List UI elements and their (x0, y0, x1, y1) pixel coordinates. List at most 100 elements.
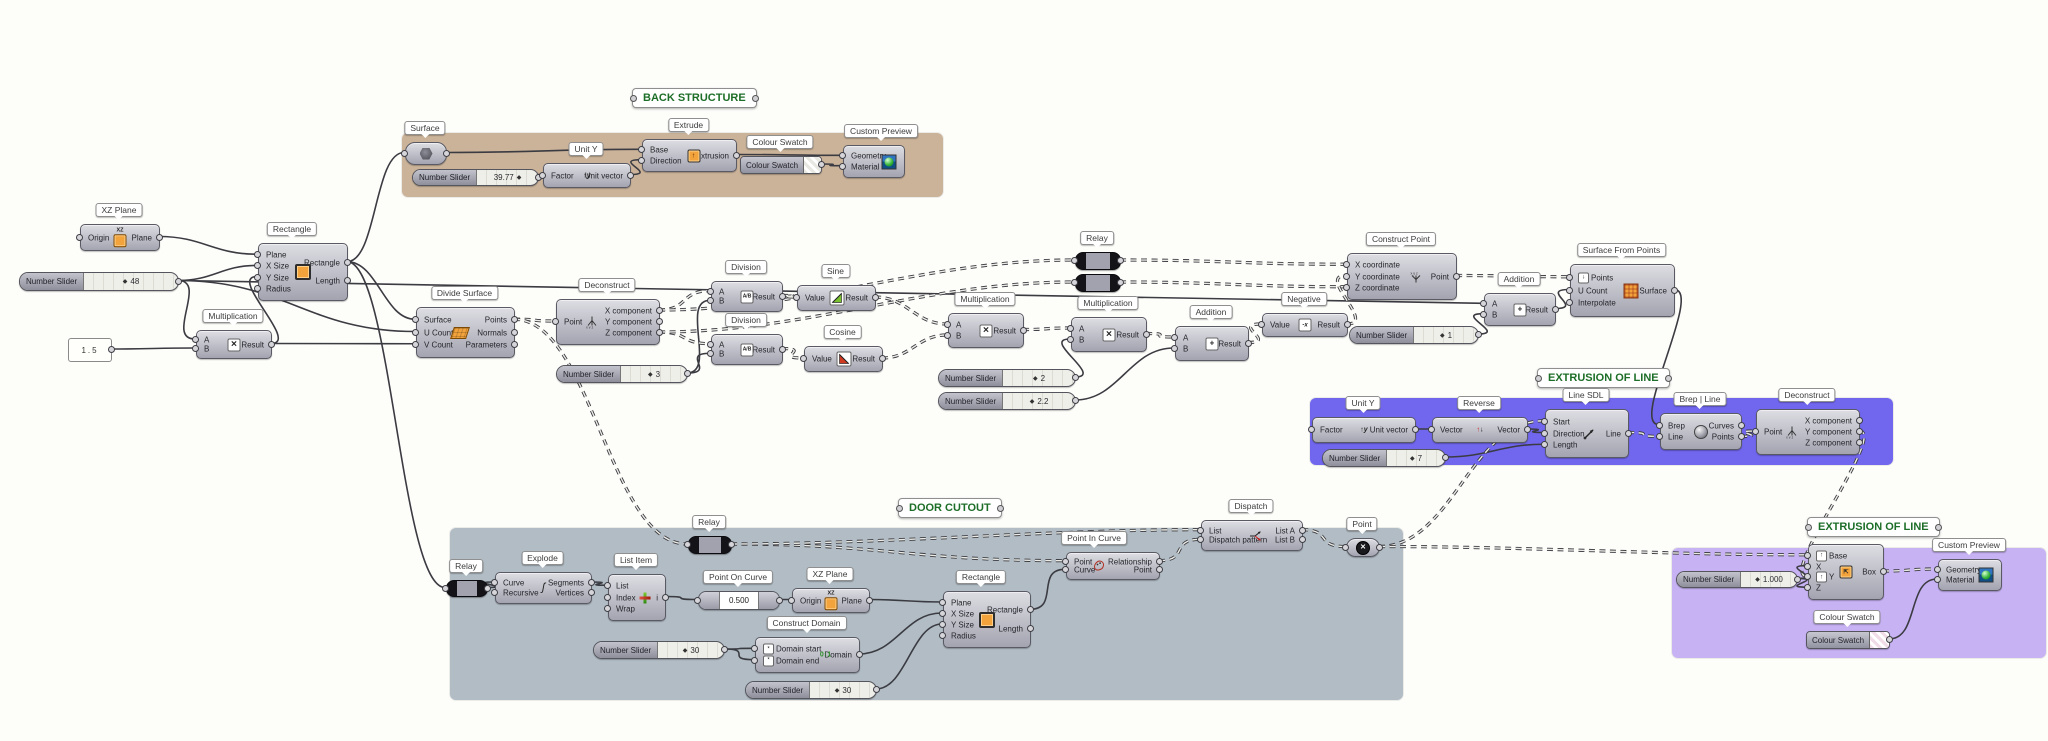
output-port-result[interactable] (779, 292, 786, 300)
output-port-plane[interactable] (866, 596, 873, 604)
output-port-y-component[interactable] (656, 318, 663, 325)
relay-input-port[interactable] (1071, 257, 1078, 264)
output-port-result[interactable] (1245, 339, 1252, 347)
output-port-result[interactable] (879, 355, 886, 362)
group-title[interactable]: EXTRUSION OF LINE (1535, 368, 1672, 388)
input-port-y-size[interactable] (939, 621, 946, 628)
output-port-x-component[interactable] (656, 307, 663, 314)
output-port-parameters[interactable] (511, 340, 518, 348)
output-port-z-component[interactable] (1856, 439, 1863, 446)
param-input-port[interactable] (1342, 543, 1349, 551)
number-slider[interactable]: Number Slider◆30 (745, 681, 877, 699)
input-port-material[interactable] (839, 162, 846, 170)
output-port-extrusion[interactable] (733, 151, 740, 159)
input-port-y[interactable] (1804, 573, 1811, 581)
input-port-point[interactable] (1062, 557, 1069, 565)
input-port-direction[interactable] (638, 156, 645, 164)
slider-output-port[interactable] (1794, 575, 1801, 583)
input-port-value[interactable] (800, 355, 807, 362)
input-port-list[interactable] (1197, 526, 1204, 534)
output-port-result[interactable] (1143, 330, 1150, 338)
input-port-point[interactable] (1752, 428, 1759, 435)
number-slider[interactable]: Number Slider◆1 (1349, 326, 1479, 344)
relay-output-port[interactable] (484, 584, 491, 592)
number-slider[interactable]: Number Slider◆1.000 (1676, 571, 1798, 588)
input-port-v-count[interactable] (412, 340, 419, 348)
slider-grip[interactable]: ◆ (1410, 455, 1415, 462)
input-port-point[interactable] (552, 318, 559, 325)
input-port-geometry[interactable] (1934, 566, 1941, 573)
output-port-line[interactable] (1625, 429, 1632, 437)
input-port-list[interactable] (604, 582, 611, 590)
input-port-dispatch-pattern[interactable] (1197, 536, 1204, 544)
output-port-box[interactable] (1880, 568, 1887, 575)
input-port-recursive[interactable] (491, 589, 498, 596)
slider-grip[interactable]: ◆ (834, 687, 840, 694)
input-port-index[interactable] (604, 593, 611, 601)
input-port-origin[interactable] (788, 596, 795, 604)
colour-swatch[interactable]: Colour Swatch (740, 156, 822, 174)
poc-output-port[interactable] (776, 596, 783, 604)
input-port-u-count[interactable] (412, 328, 419, 336)
relay-output-port[interactable] (1117, 257, 1124, 264)
slider-output-port[interactable] (1072, 374, 1079, 381)
slider-output-port[interactable] (1475, 331, 1482, 338)
number-slider[interactable]: Number Slider◆2 (938, 369, 1076, 387)
output-port-domain[interactable] (856, 651, 863, 658)
input-port-b[interactable] (1171, 345, 1178, 352)
slider-grip[interactable]: ◆ (1755, 577, 1760, 583)
slider-output-port[interactable] (1442, 454, 1449, 461)
slider-output-port[interactable] (175, 277, 182, 285)
output-port-result[interactable] (779, 345, 786, 353)
output-port-x-component[interactable] (1856, 417, 1863, 424)
output-port-y-component[interactable] (1856, 428, 1863, 435)
relay-output-port[interactable] (1117, 279, 1124, 286)
input-port-b[interactable] (192, 345, 199, 352)
number-slider[interactable]: Number Slider◆30 (593, 641, 725, 659)
colour-swatch[interactable]: Colour Swatch (1806, 631, 1890, 649)
slider-track[interactable]: ◆2 (1003, 370, 1075, 386)
input-port-brep[interactable] (1656, 421, 1663, 429)
slider-output-port[interactable] (684, 370, 691, 377)
output-port-rectangle[interactable] (1027, 606, 1034, 614)
input-port-points[interactable] (1566, 273, 1573, 281)
slider-grip[interactable]: ◆ (1029, 398, 1035, 405)
output-port-unit-vector[interactable] (627, 171, 634, 179)
relay[interactable] (1075, 252, 1121, 270)
slider-track[interactable]: 39.77◆ (477, 170, 538, 185)
poc-input-port[interactable] (694, 596, 701, 604)
output-port-plane[interactable] (156, 233, 163, 241)
input-port-direction[interactable] (1541, 429, 1548, 437)
input-port-curve[interactable] (1062, 566, 1069, 574)
input-port-base[interactable] (1804, 551, 1811, 559)
relay-input-port[interactable] (684, 541, 691, 548)
input-port-radius[interactable] (254, 284, 261, 292)
slider-grip[interactable]: ◆ (648, 371, 653, 378)
output-port-curves[interactable] (1738, 421, 1745, 429)
input-port-z[interactable] (1804, 584, 1811, 592)
slider-output-port[interactable] (721, 646, 728, 653)
swatch-output-port[interactable] (1886, 636, 1893, 643)
output-port-points[interactable] (1738, 433, 1745, 441)
input-port-curve[interactable] (491, 579, 498, 586)
